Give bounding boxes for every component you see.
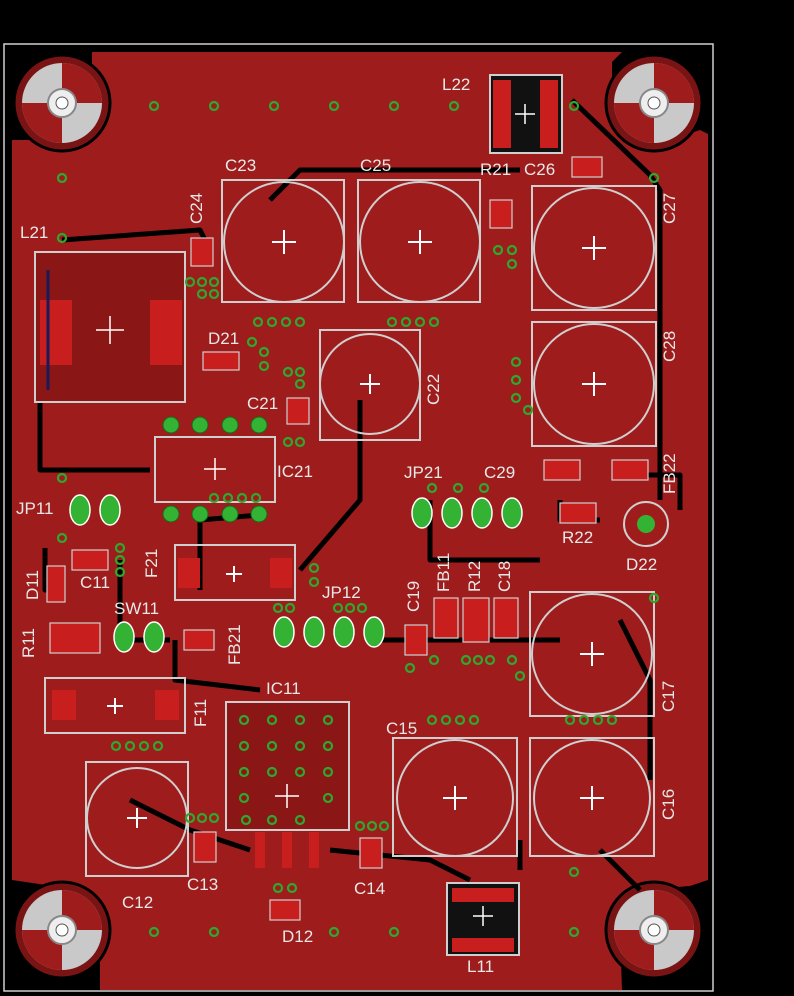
- label-fb11: FB11: [434, 552, 453, 592]
- cap-c23: [221, 179, 345, 303]
- mounting-hole-tl: [12, 53, 112, 153]
- cap-c27: [531, 185, 657, 311]
- label-r21: R21: [480, 160, 512, 179]
- cap-c16: [529, 737, 655, 857]
- label-d21: D21: [208, 329, 240, 348]
- inductor-l11: [446, 882, 520, 956]
- smd-parts: [46, 156, 649, 921]
- label-c12: C12: [122, 893, 154, 912]
- label-c28: C28: [660, 330, 679, 362]
- label-c24: C24: [187, 192, 206, 224]
- fuse-f21: [174, 544, 296, 601]
- header-jp21: [411, 497, 523, 529]
- cap-c25: [357, 179, 481, 303]
- label-c23: C23: [225, 156, 257, 175]
- board-outline: [3, 43, 714, 992]
- label-c15: C15: [386, 719, 418, 738]
- cap-c17: [529, 591, 655, 717]
- cap-c28: [531, 321, 657, 447]
- label-c11: C11: [80, 573, 110, 592]
- mounting-hole-bl: [12, 880, 112, 980]
- label-l11: L11: [467, 957, 495, 976]
- label-c26: C26: [524, 160, 556, 179]
- cap-c15: [392, 737, 518, 857]
- label-c16: C16: [659, 788, 678, 820]
- label-ic21: IC21: [277, 462, 313, 481]
- label-c27: C27: [660, 192, 679, 224]
- label-c22: C22: [424, 373, 443, 405]
- label-fb22: FB22: [660, 453, 679, 494]
- ic-ic21: [154, 416, 276, 523]
- label-jp11: JP11: [16, 499, 54, 518]
- label-c14: C14: [354, 879, 386, 898]
- label-r11: R11: [19, 628, 38, 658]
- label-l22: L22: [442, 75, 471, 94]
- cap-c22: [319, 329, 421, 441]
- led-d22: [623, 501, 669, 547]
- inductor-l21: [34, 251, 186, 403]
- label-c19: C19: [404, 580, 423, 612]
- label-fb21: FB21: [225, 624, 244, 665]
- mounting-hole-br: [604, 880, 704, 980]
- header-jp11: [69, 494, 121, 526]
- label-c29: C29: [484, 463, 516, 482]
- label-f21: F21: [142, 548, 161, 578]
- inductor-l22: [489, 74, 563, 154]
- label-c25: C25: [360, 156, 392, 175]
- label-d11: D11: [23, 570, 42, 600]
- label-jp21: JP21: [404, 463, 443, 482]
- label-sw11: SW11: [114, 599, 160, 618]
- label-c18: C18: [495, 560, 514, 592]
- label-f11: F11: [191, 698, 210, 727]
- label-r12: R12: [465, 560, 484, 592]
- label-d22: D22: [626, 555, 658, 574]
- label-c13: C13: [187, 875, 219, 894]
- label-c21: C21: [247, 394, 279, 413]
- label-d12: D12: [282, 927, 314, 946]
- label-jp12: JP12: [322, 583, 361, 602]
- label-l21: L21: [20, 223, 49, 242]
- fuse-f11: [44, 677, 186, 734]
- header-sw11: [113, 621, 165, 653]
- label-c17: C17: [659, 680, 678, 712]
- vias: [56, 100, 660, 938]
- mounting-hole-tr: [604, 53, 704, 153]
- header-jp12: [273, 616, 385, 648]
- label-ic11: IC11: [266, 679, 301, 698]
- label-r22: R22: [562, 528, 594, 547]
